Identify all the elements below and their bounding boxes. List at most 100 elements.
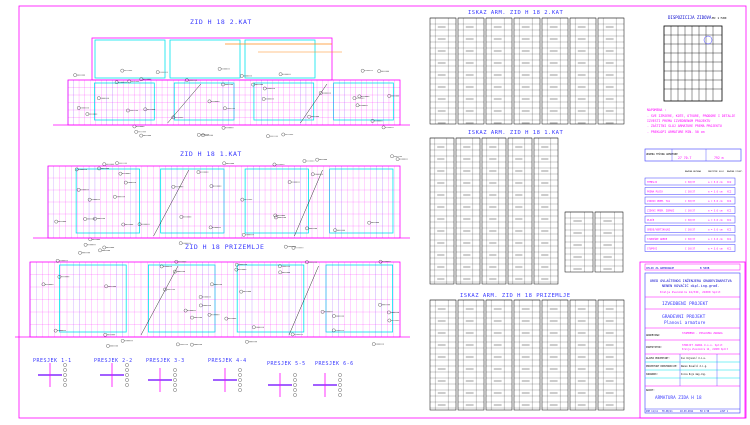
summary-label: UKUPNA TEŽINA ARMATURE — [646, 153, 678, 156]
summary-weight: 27 70.7 — [678, 156, 692, 160]
materials-cell: a = 5.0 cm — [708, 200, 723, 203]
materials-cell: STUBIŠNE GREDE — [647, 238, 668, 241]
note-line: - ZAŠTITNI SLOJ ARMATURE PREMA PROJEKTU — [647, 123, 722, 128]
footer-cell: 10.03.2011 — [680, 410, 694, 413]
section-labels: PRESJEK 1-1 PRESJEK 2-2 PRESJEK 3-3 PRES… — [33, 358, 354, 367]
materials-cell: a = 3.0 cm — [708, 248, 723, 251]
note-line: - SVE IZMJERE, KOTE, OTVORE, PRODORE I D… — [647, 114, 735, 118]
investor-address: Kralja Zvonimira 14, 21000 Split — [682, 348, 729, 351]
materials-cell: PODNA PLOČA — [647, 191, 663, 194]
office-name: URED OVLAŠTENOG INŽENJERA GRAĐEVINARSTVA — [650, 278, 732, 283]
schedule-title-prizemlje: ISKAZ ARM. ZID H 18 PRIZEMLJE — [460, 293, 571, 299]
role-name: Nenen Kovačić d.i.g. — [681, 365, 707, 368]
plan-title: DISPOZICIJA ZIDOVA — [668, 15, 712, 20]
materials-cell: XC4 — [727, 200, 732, 203]
materials-cell: a = 3.0 cm — [708, 229, 723, 232]
section-label: PRESJEK 5-5 — [267, 361, 306, 367]
role-name: Ivica Dujo mag.ing. — [681, 373, 706, 376]
title-prizemlje: ZID H 18 PRIZEMLJE — [185, 243, 264, 251]
footer-cell: LIST 1 — [720, 410, 729, 413]
materials-cell: XC1 — [727, 229, 732, 232]
materials-cell: XC1 — [727, 248, 732, 251]
role-label: PROJEKTANT KONSTRUKCIJE: — [646, 365, 678, 368]
title-1kat: ZID H 18 1.KAT — [180, 150, 242, 158]
section-detail — [268, 373, 297, 397]
note-line: IZVESTI PREMA IZVEDBENOM PROJEKTU — [647, 119, 710, 123]
materials-header: RAZRED IZLOŽ. — [727, 170, 743, 173]
materials-cell: GREDE/VERTIKALNI — [647, 229, 671, 232]
section-label: PRESJEK 4-4 — [208, 358, 247, 364]
wall-elevation-1kat — [33, 155, 410, 250]
materials-cell: XC2 — [727, 181, 732, 184]
role-name: Ivo Vojnović d.i.a. — [681, 357, 706, 360]
investor-value: STROJIT JADRA d.o.o. Split — [682, 343, 723, 347]
steel-value: B 500B — [700, 266, 710, 270]
materials-cell: XC1 — [727, 210, 732, 213]
plan-scale: MJ 1:500 — [712, 16, 727, 20]
section-detail — [100, 363, 129, 387]
project-type: GRAĐEVNI PROJEKT — [662, 314, 706, 320]
building-value: STAMBENO - POSLOVNA ZGRADA — [682, 331, 723, 335]
materials-cell: PLOČE — [647, 219, 655, 222]
materials-cell: C 30/37 — [685, 248, 696, 251]
steel-label: CELIK ZA ARMIRANJE — [646, 266, 675, 270]
rebar-schedule-2kat — [430, 18, 624, 124]
materials-cell: a = 3.0 cm — [708, 191, 723, 194]
materials-cell: TEMELJI — [647, 181, 658, 184]
materials-cell: C 30/37 — [685, 181, 696, 184]
drawing-label: NACRT: — [646, 389, 655, 392]
investor-label: INVESTITOR: — [646, 346, 662, 349]
materials-cell: C 30/37 — [685, 219, 696, 222]
materials-cell: XC1 — [727, 219, 732, 222]
section-detail — [213, 368, 242, 392]
footer-cell: MJ 1:50 — [700, 410, 710, 413]
schedule-title-1kat: ISKAZ ARM. ZID H 18 1.KAT — [468, 130, 563, 136]
materials-cell: ZIDOVI PREM. ZGRADI — [647, 210, 675, 213]
title-block: CELIK ZA ARMIRANJE B 500B URED OVLAŠTENO… — [640, 262, 745, 418]
wall-layout-plan — [664, 26, 722, 101]
materials-cell: a = 3.0 cm — [708, 238, 723, 241]
materials-cell: C 30/37 — [685, 238, 696, 241]
drawing-name: ARMATURA ZIDA H 18 — [655, 395, 702, 401]
office-address: Kralja Zvonimira 14/XII, 21000 Split — [660, 290, 721, 294]
section-label: PRESJEK 2-2 — [94, 358, 133, 364]
rebar-schedule-1kat-extra — [565, 212, 623, 272]
materials-cell: C 30/37 — [685, 210, 696, 213]
engineer-name: NENEN KOVAČIĆ dipl.ing.građ. — [662, 283, 719, 288]
role-label: SURADNIK: — [646, 373, 658, 376]
materials-header: ZAŠTITNI SLOJ — [708, 170, 724, 173]
materials-cell: a = 5.0 cm — [708, 181, 723, 184]
project-subtitle: Planovi armature — [664, 320, 706, 326]
materials-table: RAZRED BETONA ZAŠTITNI SLOJRAZRED IZLOŽ. T… — [645, 170, 743, 252]
section-detail — [313, 373, 342, 397]
summary-length: 792 m — [714, 156, 724, 160]
notes-heading: NAPOMENA : — [647, 108, 666, 112]
schedule-title-2kat: ISKAZ ARM. ZID H 18 2.KAT — [468, 10, 563, 16]
section-detail — [38, 363, 67, 387]
materials-cell: C 30/37 — [685, 191, 696, 194]
rebar-schedule-1kat — [430, 138, 558, 284]
note-line: - PREKLOPI ARMATURE MIN. 50 cm — [647, 130, 705, 134]
section-label: PRESJEK 6-6 — [315, 361, 354, 367]
section-label: PRESJEK 1-1 — [33, 358, 72, 364]
materials-cell: XC1 — [727, 238, 732, 241]
rebar-schedule-prizemlje — [430, 300, 624, 410]
section-detail — [148, 368, 177, 392]
materials-cell: XC2 — [727, 191, 732, 194]
footer-cell: ZOP 11/11 — [646, 410, 659, 413]
role-label: GLAVNI PROJEKTANT: — [646, 357, 670, 360]
building-label: GRAĐEVINA: — [646, 334, 660, 337]
materials-cell: ZIDOVI PREM. TLU — [647, 200, 671, 203]
project-phase: IZVEDBENI PROJEKT — [662, 301, 708, 307]
footer-cell: TD-08/11 — [662, 410, 673, 413]
materials-cell: C 30/37 — [685, 229, 696, 232]
materials-cell: a = 3.0 cm — [708, 219, 723, 222]
wall-elevation-prizemlje — [15, 249, 410, 348]
materials-cell: C 30/37 — [685, 200, 696, 203]
title-2kat: ZID H 18 2.KAT — [190, 18, 252, 26]
materials-cell: a = 3.0 cm — [708, 210, 723, 213]
materials-cell: STUPOVI — [647, 248, 658, 251]
section-label: PRESJEK 3-3 — [146, 358, 185, 364]
materials-header: RAZRED BETONA — [685, 170, 701, 173]
